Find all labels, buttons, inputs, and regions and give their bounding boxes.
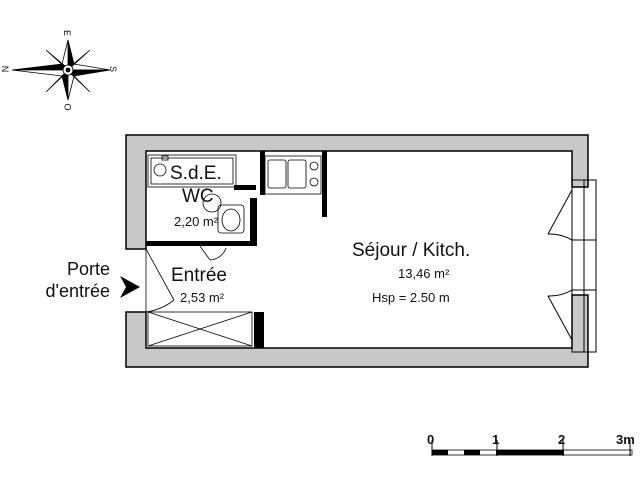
ceiling-height: Hsp = 2.50 m (372, 290, 450, 305)
bathroom-fixtures (147, 154, 245, 234)
entrance-label-line1: Porte (66, 259, 110, 279)
windows (547, 179, 597, 353)
interior-walls (146, 151, 327, 348)
storage-cabinet (147, 311, 253, 347)
scale-label-3m: 3m (616, 432, 635, 447)
scale-label-0: 0 (427, 432, 435, 447)
entrance-label-line2: d'entrée (45, 281, 111, 301)
entrance-label: Porte d'entrée (40, 258, 111, 302)
wc-label: WC (182, 186, 214, 207)
kitchen-counter (264, 155, 322, 195)
scale-bar (431, 440, 633, 456)
sde-area: 2,20 m² (174, 214, 219, 229)
entree-label: Entrée (171, 265, 227, 286)
compass-n-label: N (0, 65, 11, 73)
sejour-area: 13,46 m² (398, 266, 450, 281)
entrance-door (145, 245, 227, 313)
scale-label-2: 2 (558, 432, 566, 447)
entree-area: 2,53 m² (180, 290, 225, 305)
compass-rose-icon (11, 39, 111, 101)
sejour-label: Séjour / Kitch. (352, 240, 471, 261)
entrance-arrow-icon (120, 276, 140, 298)
compass-s-label: S (108, 65, 119, 73)
scale-label-1: 1 (492, 432, 500, 447)
compass-e-label: E (62, 29, 73, 37)
compass-o-label: O (62, 103, 73, 111)
sde-label: S.d.E. (170, 163, 222, 184)
